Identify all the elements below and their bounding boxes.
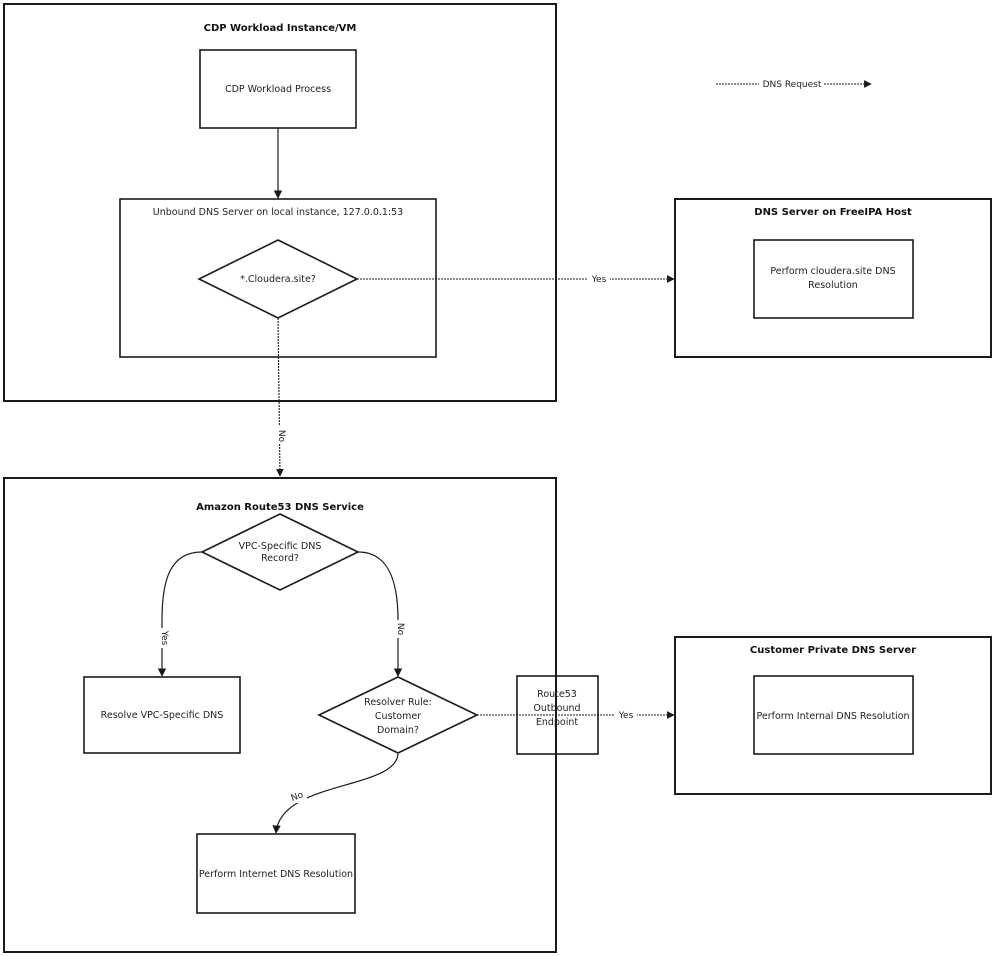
outbound-endpoint-node: Route53 Outbound Endpoint (516, 675, 599, 755)
edge-cloudera-no-label: No (276, 430, 286, 443)
vpc-decision: VPC-Specific DNS Record? (200, 513, 360, 591)
freeipa-resolution-line2: Resolution (808, 280, 858, 291)
resolve-vpc-label: Resolve VPC-Specific DNS (101, 710, 224, 721)
edge-vpc-no-label: No (395, 623, 405, 636)
legend: DNS Request (716, 77, 872, 91)
legend-label: DNS Request (763, 80, 822, 90)
route53-title: Amazon Route53 DNS Service (196, 502, 364, 513)
internal-resolution-label: Perform Internal DNS Resolution (756, 711, 909, 722)
edge-resolver-no-label: No (290, 790, 305, 804)
freeipa-title: DNS Server on FreeIPA Host (754, 207, 912, 218)
customer-dns-title: Customer Private DNS Server (750, 645, 916, 656)
resolver-rule-line2: Customer (375, 711, 421, 722)
resolve-vpc-node: Resolve VPC-Specific DNS (83, 676, 241, 754)
internet-resolution-node: Perform Internet DNS Resolution (196, 833, 356, 914)
outbound-endpoint-line3: Endpoint (536, 717, 579, 728)
customer-dns-container: Customer Private DNS Server Perform Inte… (674, 636, 992, 795)
internet-resolution-label: Perform Internet DNS Resolution (199, 869, 353, 880)
edge-resolver-no (272, 752, 399, 834)
workload-process-node: CDP Workload Process (199, 49, 357, 129)
freeipa-container: DNS Server on FreeIPA Host Perform cloud… (674, 198, 992, 358)
edge-resolver-yes-label: Yes (618, 711, 634, 721)
vpc-decision-line2: Record? (261, 553, 299, 564)
edge-cloudera-no (276, 317, 284, 477)
workload-process-label: CDP Workload Process (225, 84, 331, 95)
workload-instance-title: CDP Workload Instance/VM (204, 23, 357, 34)
edge-vpc-yes-label: Yes (159, 630, 169, 646)
edge-vpc-no (357, 551, 403, 677)
outbound-endpoint-line2: Outbound (533, 703, 580, 714)
edge-cloudera-yes-label: Yes (591, 275, 607, 285)
outbound-endpoint-line1: Route53 (537, 689, 577, 700)
unbound-dns-label: Unbound DNS Server on local instance, 12… (153, 207, 403, 218)
edges: Yes No Yes No No Yes (155, 128, 675, 834)
resolver-rule-line1: Resolver Rule: (364, 697, 432, 708)
resolver-rule-line3: Domain? (377, 725, 419, 736)
cloudera-site-decision-label: *.Cloudera.site? (240, 274, 316, 285)
edge-vpc-yes (157, 551, 203, 677)
vpc-decision-line1: VPC-Specific DNS (239, 541, 322, 552)
freeipa-resolution-line1: Perform cloudera.site DNS (770, 266, 895, 277)
